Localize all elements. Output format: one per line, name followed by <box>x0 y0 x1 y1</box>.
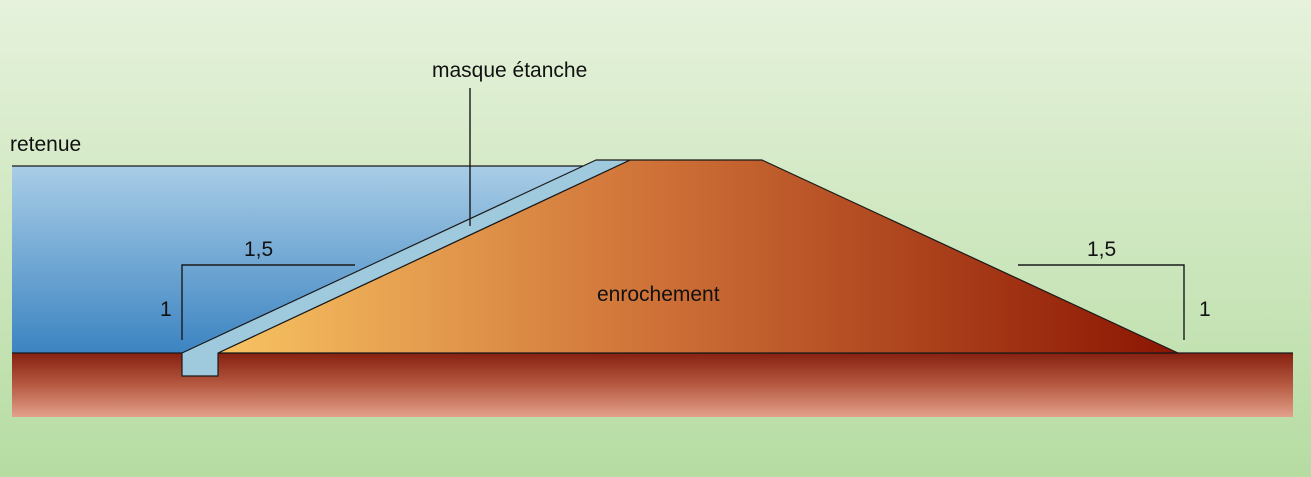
reservoir-water <box>12 166 582 353</box>
downstream-slope-vertical-label: 1 <box>1199 298 1211 321</box>
upstream-slope-horizontal-label: 1,5 <box>244 238 273 261</box>
downstream-slope-horizontal-label: 1,5 <box>1087 238 1116 261</box>
membrane-label: masque étanche <box>432 59 587 82</box>
foundation-ground <box>12 353 1293 417</box>
waterproof-membrane <box>181 159 631 377</box>
upstream-slope-indicator <box>181 264 355 340</box>
reservoir-label: retenue <box>10 133 81 156</box>
upstream-slope-vertical-label: 1 <box>160 298 172 321</box>
downstream-slope-indicator <box>1018 264 1185 340</box>
fill-label: enrochement <box>597 283 720 306</box>
